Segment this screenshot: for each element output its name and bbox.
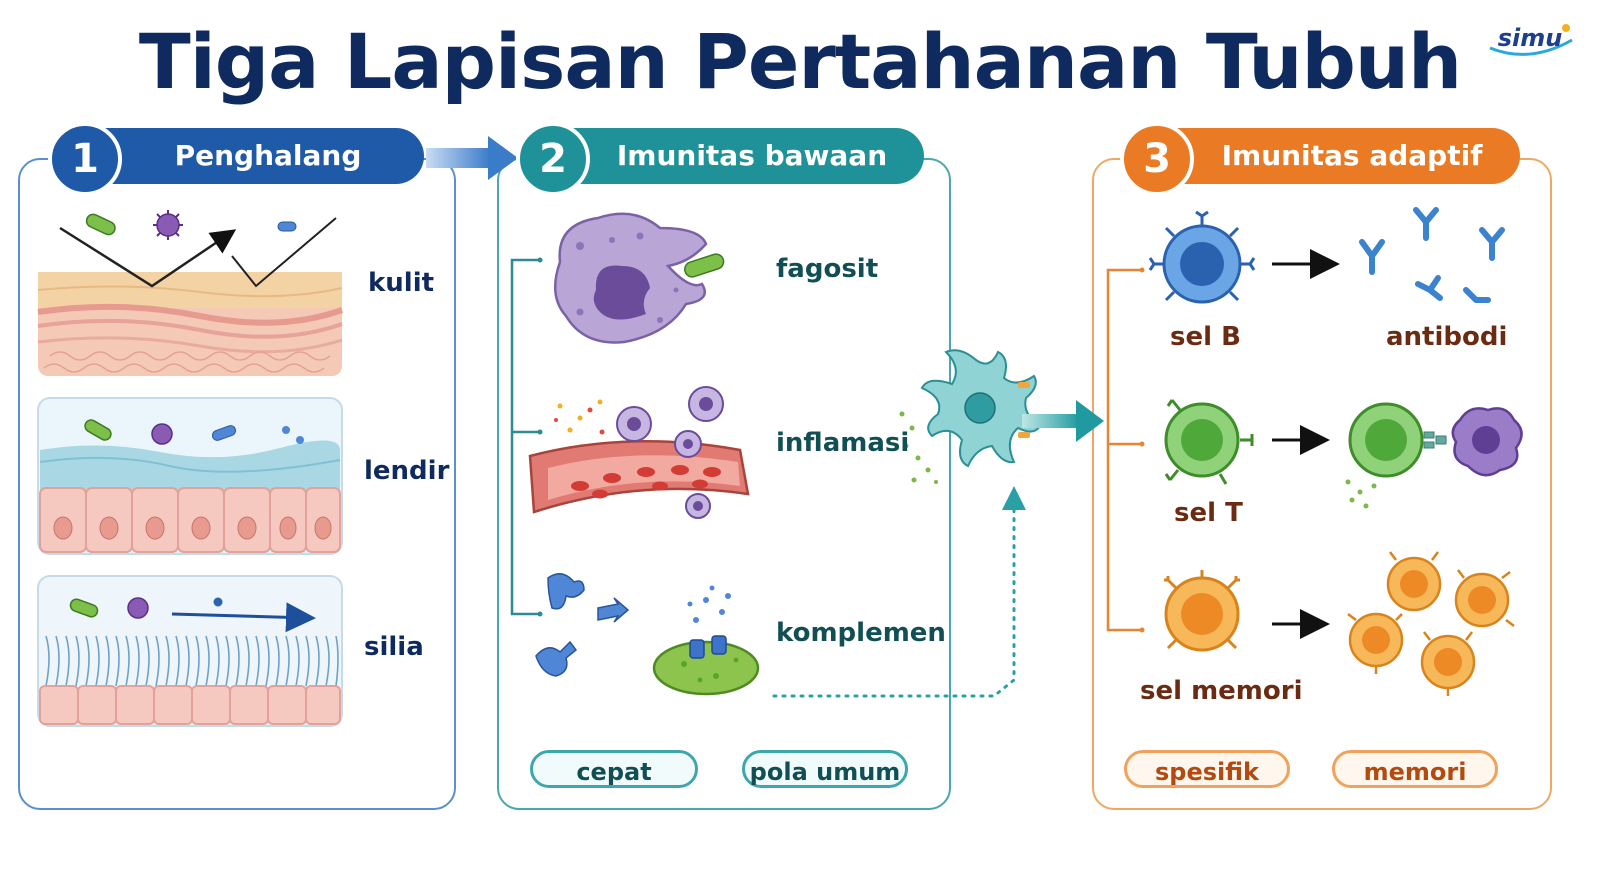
label-antibodi: antibodi: [1386, 322, 1508, 352]
label-inflamasi: inflamasi: [776, 428, 910, 458]
t-cell-attacking-icon: [1345, 402, 1523, 509]
label-kulit: kulit: [368, 268, 435, 298]
label-sel-t: sel T: [1174, 498, 1243, 528]
mucus-illustration: [37, 397, 343, 555]
header-label: Imunitas adaptif: [1221, 139, 1483, 172]
label-sel-memori: sel memori: [1140, 676, 1303, 706]
step-number-1: 1: [48, 122, 122, 196]
logo-swoosh-icon: [1489, 24, 1573, 56]
complement-illustration: [535, 486, 1026, 698]
b-cell-icon: [1148, 210, 1256, 304]
tag-cepat: cepat: [530, 750, 698, 788]
step-number-3: 3: [1120, 122, 1194, 196]
tag-memori: memori: [1332, 750, 1498, 788]
label-silia: silia: [364, 632, 424, 662]
label-fagosit: fagosit: [776, 254, 879, 284]
tag-spesifik: spesifik: [1124, 750, 1290, 788]
header-label: Penghalang: [174, 139, 362, 172]
antibody-icon: [1359, 207, 1505, 303]
bacteria-icon: [69, 598, 99, 618]
header-innate: 2 Imunitas bawaan: [516, 122, 924, 196]
bacteria-icon: [84, 419, 112, 441]
blood-vessel-icon: [528, 386, 750, 519]
skin-illustration: [37, 210, 344, 376]
dendritic-cell-icon: [899, 349, 1042, 484]
label-komplemen: komplemen: [776, 618, 946, 648]
phagocyte-icon: [553, 212, 725, 344]
virus-icon: [153, 210, 183, 240]
t-cell-icon: [1164, 399, 1254, 485]
logo-text: simu: [1497, 24, 1563, 52]
label-lendir: lendir: [364, 456, 450, 486]
cilia-illustration: [37, 575, 343, 727]
virus-icon: [151, 423, 173, 445]
step-number-2: 2: [516, 122, 590, 196]
label-sel-b: sel B: [1170, 322, 1241, 352]
page-title: Tiga Lapisan Pertahanan Tubuh: [138, 17, 1462, 106]
memory-cell-icon: [1164, 570, 1240, 652]
arrow-innate-to-adaptive: [1022, 400, 1104, 442]
bacteria-icon: [85, 213, 116, 236]
header-label: Imunitas bawaan: [616, 139, 888, 172]
header-adaptive: 3 Imunitas adaptif: [1120, 122, 1520, 196]
memory-cells-cluster-icon: [1347, 551, 1515, 696]
tag-pola-umum: pola umum: [742, 750, 908, 788]
virus-icon: [127, 597, 149, 619]
brand-logo: simu: [1482, 18, 1578, 62]
header-barrier: 1 Penghalang: [48, 122, 424, 196]
arrow-barrier-to-innate: [426, 136, 518, 180]
